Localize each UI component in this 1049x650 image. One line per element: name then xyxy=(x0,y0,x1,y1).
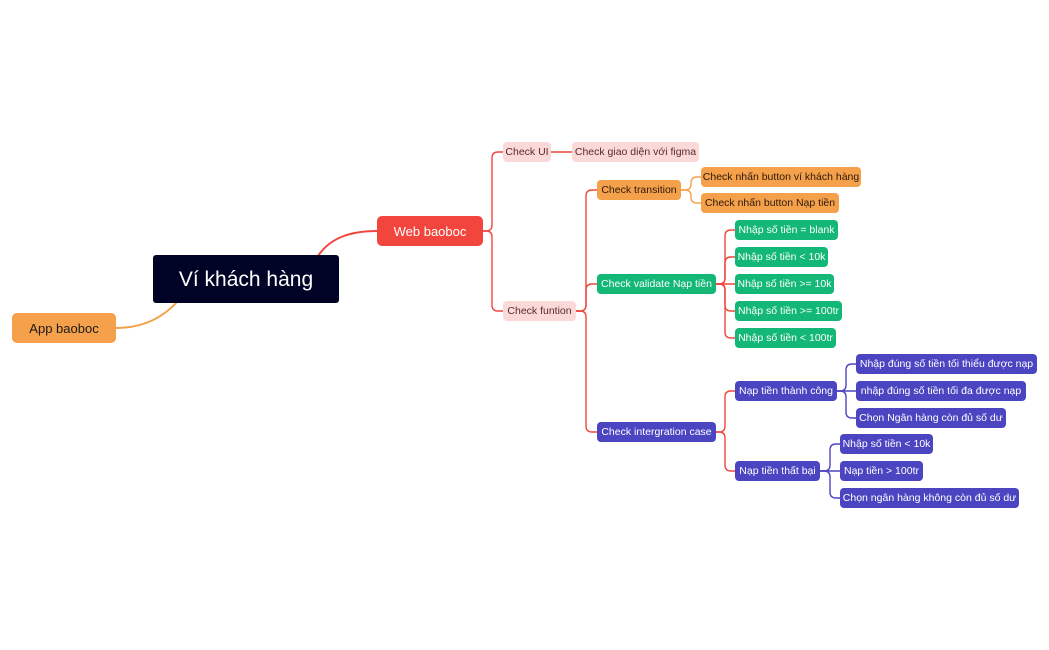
connector-web-checkui xyxy=(482,151,504,232)
failure-item[interactable]: Nhập số tiền < 10k xyxy=(840,434,933,454)
failure-item[interactable]: Chọn ngân hàng không còn đủ số dư xyxy=(840,488,1019,508)
check-ui-figma-node[interactable]: Check giao diện với figma xyxy=(572,142,699,162)
connector-integration-success xyxy=(715,390,736,433)
check-function-node[interactable]: Check funtion xyxy=(503,301,576,321)
root-node[interactable]: Ví khách hàng xyxy=(153,255,339,303)
connector-failure-item xyxy=(819,470,841,499)
failure-item[interactable]: Nạp tiền > 100tr xyxy=(840,461,923,481)
connector-transition-item xyxy=(680,176,702,191)
connector-root-app xyxy=(115,302,177,329)
connector-validate-item xyxy=(715,283,736,339)
validate-item[interactable]: Nhập số tiền >= 100tr xyxy=(735,301,842,321)
connector-function-validate xyxy=(575,283,598,312)
check-validate-node[interactable]: Check validate Nạp tiền xyxy=(597,274,716,294)
connector-root-web xyxy=(317,230,378,257)
transition-item[interactable]: Check nhấn button Nạp tiền xyxy=(701,193,839,213)
connector-integration-failure xyxy=(715,431,736,472)
check-ui-node[interactable]: Check UI xyxy=(503,142,551,162)
connector-success-item xyxy=(836,363,857,392)
validate-item[interactable]: Nhập số tiền = blank xyxy=(735,220,838,240)
transition-item[interactable]: Check nhấn button ví khách hàng xyxy=(701,167,861,187)
connector-web-checkfunction xyxy=(482,230,504,312)
integration-success-node[interactable]: Nạp tiền thành công xyxy=(735,381,837,401)
validate-item[interactable]: Nhập số tiền < 100tr xyxy=(735,328,836,348)
check-transition-node[interactable]: Check transition xyxy=(597,180,681,200)
connector-validate-item xyxy=(715,256,736,285)
app-baoboc-node[interactable]: App baoboc xyxy=(12,313,116,343)
web-baoboc-node[interactable]: Web baoboc xyxy=(377,216,483,246)
connector-success-item xyxy=(836,390,857,419)
success-item[interactable]: Chọn Ngân hàng còn đủ số dư xyxy=(856,408,1006,428)
success-item[interactable]: Nhập đúng số tiền tối thiểu được nạp xyxy=(856,354,1037,374)
connector-failure-item xyxy=(819,443,841,472)
validate-item[interactable]: Nhập số tiền >= 10k xyxy=(735,274,834,294)
success-item[interactable]: nhập đúng số tiền tối đa được nạp xyxy=(856,381,1026,401)
check-integration-node[interactable]: Check intergration case xyxy=(597,422,716,442)
connector-function-integration xyxy=(575,310,598,433)
connector-transition-item xyxy=(680,189,702,204)
validate-item[interactable]: Nhập số tiền < 10k xyxy=(735,247,828,267)
integration-failure-node[interactable]: Nạp tiền thất bại xyxy=(735,461,820,481)
